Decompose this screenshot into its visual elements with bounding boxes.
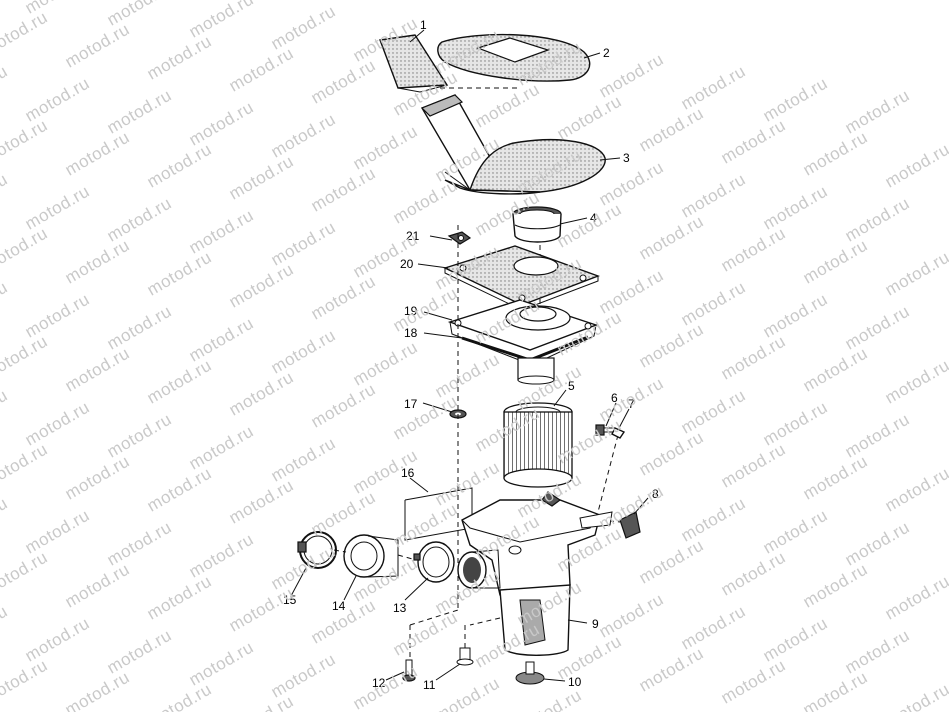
callout-4: 4: [590, 211, 597, 225]
callout-1: 1: [420, 18, 427, 32]
part-21-nut: [447, 231, 472, 245]
callout-2: 2: [603, 46, 610, 60]
callout-10: 10: [568, 675, 582, 689]
part-2-foam-pad: [437, 33, 591, 82]
part-6-bolt: [595, 424, 615, 436]
callout-7: 7: [628, 397, 635, 411]
leader-lines: [290, 29, 649, 682]
callout-17: 17: [404, 397, 418, 411]
callout-8: 8: [652, 487, 659, 501]
callout-18: 18: [404, 326, 418, 340]
callout-15: 15: [283, 593, 297, 607]
callout-14: 14: [332, 599, 346, 613]
part-12-screw: [402, 609, 459, 682]
part-13-clamp: [413, 541, 455, 583]
part-15-hose-clamp: [297, 531, 337, 569]
callout-5: 5: [568, 379, 575, 393]
callout-6: 6: [611, 391, 618, 405]
part-11-grommet: [456, 625, 474, 666]
part-3-intake-duct: [420, 94, 606, 195]
callout-16: 16: [401, 466, 415, 480]
part-18-gasket-tube: [461, 335, 589, 385]
airbox-housing: [461, 491, 613, 601]
callout-20: 20: [400, 257, 414, 271]
part-10-drain-valve: [515, 661, 545, 685]
callout-9: 9: [592, 617, 599, 631]
part-7-bracket: [597, 427, 626, 513]
callout-12: 12: [372, 676, 386, 690]
part-4-rubber-coupler: [512, 206, 562, 243]
housing-inlet-tube: [457, 549, 501, 589]
part-5-filter-element: [503, 402, 573, 488]
part-14-intake-boot: [343, 534, 399, 578]
part-1-foam-wedge: [379, 34, 520, 93]
part-19-housing-lid: [447, 299, 599, 366]
part-16-label-box: [404, 487, 473, 541]
callout-3: 3: [623, 151, 630, 165]
part-9-lower-chamber: [469, 584, 571, 656]
callout-21: 21: [406, 229, 420, 243]
callout-11: 11: [423, 678, 436, 692]
callout-13: 13: [393, 601, 407, 615]
callout-labels: 1 2 3 4 5 6 7 8 9 10 11 12 13 14 15 16 1…: [283, 18, 659, 692]
callout-19: 19: [404, 304, 418, 318]
